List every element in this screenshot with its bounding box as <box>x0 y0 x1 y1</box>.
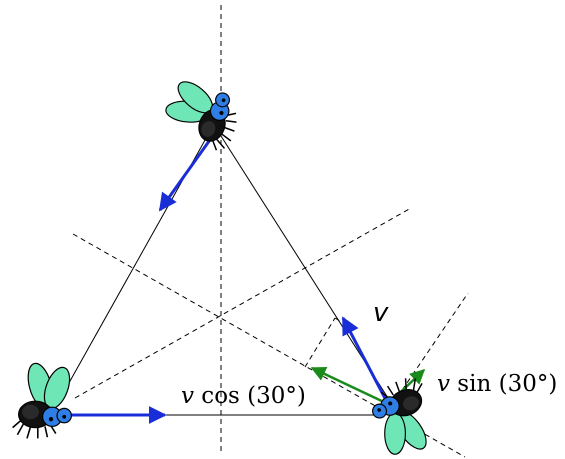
triangle-right-side <box>220 135 389 399</box>
diagonal-axis-line-1 <box>72 233 466 458</box>
vsin-label-var: v <box>437 371 450 397</box>
fly-icon <box>362 372 445 459</box>
velocity-arrow-right <box>341 316 390 405</box>
projection-line-3 <box>391 292 469 406</box>
vsin-label: v sin (30°) <box>437 371 557 397</box>
velocity-label: v <box>373 298 389 328</box>
vcos-label-var: v <box>181 383 194 409</box>
vcos-label-rest: cos (30°) <box>194 383 306 409</box>
vcos-label: v cos (30°) <box>181 383 306 409</box>
velocity-arrow-top <box>158 136 214 212</box>
projection-line-1 <box>304 317 336 368</box>
dashed-guides <box>72 5 469 458</box>
fly-icon <box>155 71 248 155</box>
component-arrow-cos <box>310 366 389 406</box>
fly-icon <box>11 360 76 440</box>
triangle <box>64 132 389 416</box>
vsin-label-rest: sin (30°) <box>450 371 557 397</box>
diagonal-axis-line-2 <box>74 207 412 399</box>
